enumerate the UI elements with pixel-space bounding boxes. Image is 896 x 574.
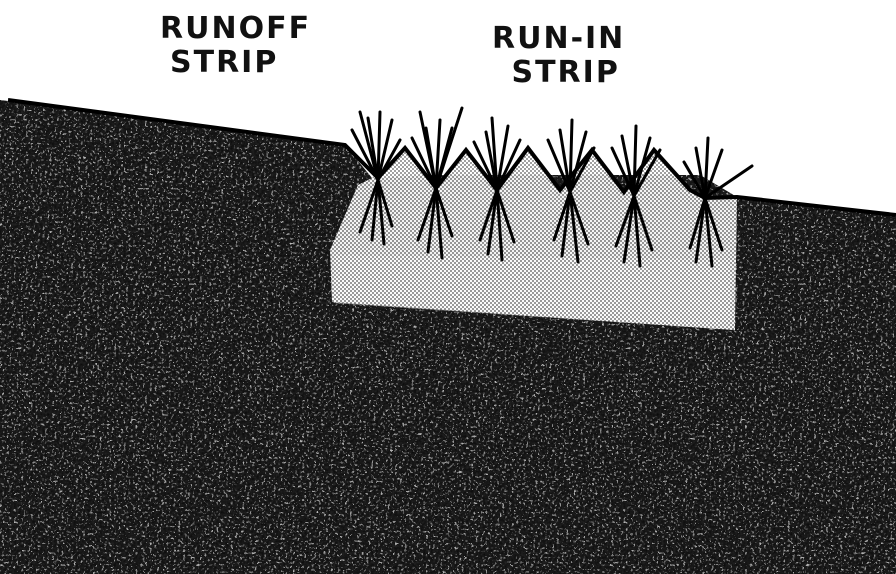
runin-strip-label: RUN-IN STRIP [492,22,625,90]
runin-label-line1: RUN-IN [492,22,625,56]
soil-body [0,90,896,574]
runin-label-line2: STRIP [492,56,625,90]
runoff-label-line1: RUNOFF [160,12,311,46]
runoff-label-line2: STRIP [160,46,311,80]
runoff-strip-label: RUNOFF STRIP [160,12,311,80]
